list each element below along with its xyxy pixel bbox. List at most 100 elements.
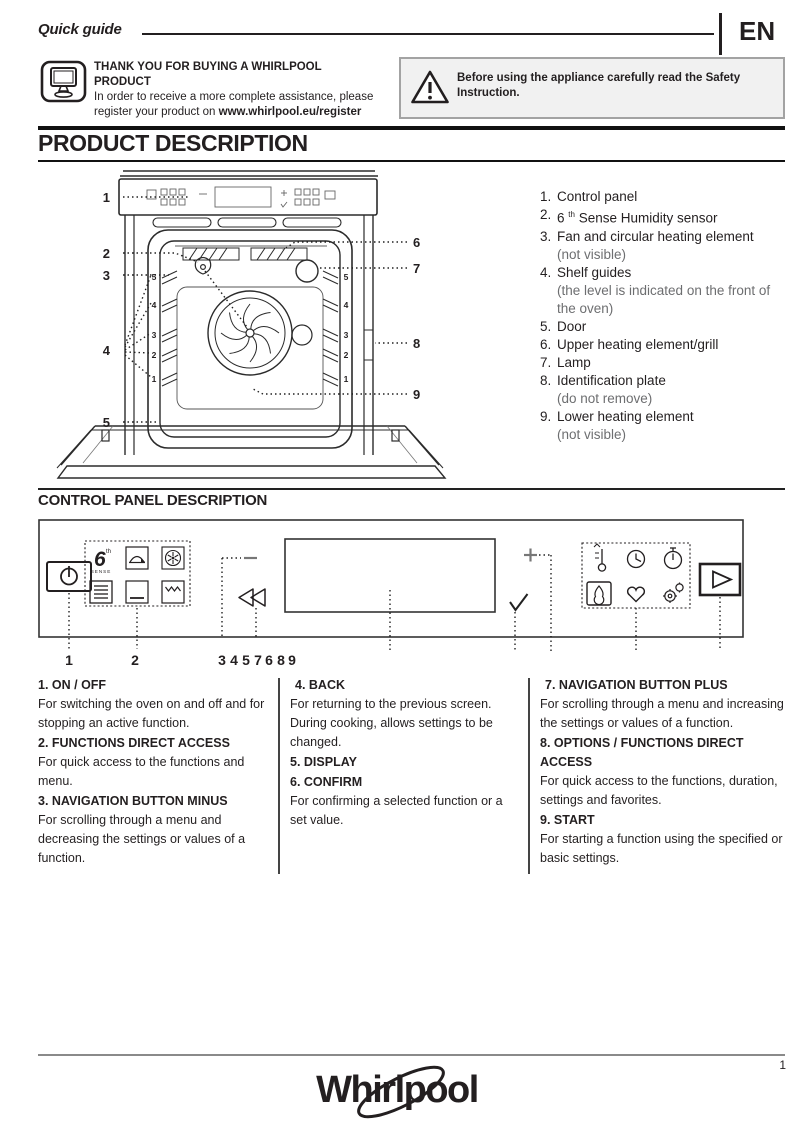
fan-side-circle bbox=[291, 324, 313, 346]
warning-triangle-icon bbox=[410, 69, 450, 112]
safety-warning-box: Before using the appliance carefully rea… bbox=[399, 57, 785, 119]
fan-icon bbox=[161, 546, 185, 570]
cavity-inner bbox=[159, 240, 341, 438]
register-monitor-icon bbox=[40, 60, 88, 109]
cook4-icon bbox=[125, 546, 149, 570]
start-button[interactable] bbox=[698, 562, 742, 597]
register-body: In order to receive a more complete assi… bbox=[94, 90, 378, 119]
list-note: (not visible) bbox=[557, 426, 627, 442]
svg-text:5: 5 bbox=[103, 415, 110, 430]
svg-text:SENSE: SENSE bbox=[91, 569, 112, 574]
language-code: EN bbox=[739, 16, 776, 46]
shelf-rails bbox=[161, 270, 339, 387]
vent-slot bbox=[217, 217, 277, 228]
register-url[interactable]: www.whirlpool.eu/register bbox=[218, 105, 362, 118]
on-off-button[interactable] bbox=[46, 561, 92, 592]
section-rule-top bbox=[38, 126, 785, 130]
register-text: THANK YOU FOR BUYING A WHIRLPOOL PRODUCT… bbox=[94, 60, 378, 119]
panel-outline bbox=[38, 519, 744, 638]
btn-title: 1. ON / OFF bbox=[38, 678, 107, 692]
btn-title: 7. NAVIGATION BUTTON PLUS bbox=[545, 678, 728, 692]
humidity-sensor bbox=[194, 256, 212, 275]
svg-text:1: 1 bbox=[344, 374, 349, 384]
fan bbox=[207, 290, 293, 376]
list-item: 5.Door bbox=[540, 318, 587, 334]
warning-text: Before using the appliance carefully rea… bbox=[457, 72, 741, 99]
oven-door bbox=[56, 425, 447, 479]
plus-button[interactable] bbox=[524, 548, 537, 562]
svg-text:th: th bbox=[106, 549, 111, 555]
timer-icon bbox=[663, 547, 683, 570]
display-screen bbox=[284, 538, 496, 613]
svg-text:8: 8 bbox=[413, 336, 420, 351]
svg-text:5: 5 bbox=[344, 272, 349, 282]
doc-title: Quick guide bbox=[38, 21, 122, 38]
btn-body: For switching the oven on and off and fo… bbox=[38, 697, 265, 730]
svg-text:1: 1 bbox=[103, 190, 110, 205]
vent-slot bbox=[282, 217, 342, 228]
bottom-heat-icon bbox=[125, 580, 149, 604]
svg-text:5: 5 bbox=[152, 272, 157, 282]
shelf-level-numbers: 5 4 3 2 1 5 4 3 2 1 bbox=[152, 272, 349, 384]
column-divider bbox=[528, 678, 530, 874]
list-item: 8.Identification plate bbox=[540, 372, 666, 388]
svg-text:6: 6 bbox=[413, 235, 420, 250]
identification-plate bbox=[363, 329, 374, 361]
mini-control-strip bbox=[118, 178, 378, 216]
svg-text:4: 4 bbox=[103, 343, 111, 358]
power-icon bbox=[60, 566, 78, 586]
control-panel-diagram: 6 th SENSE bbox=[38, 519, 744, 668]
btn-body: For scrolling through a menu and increas… bbox=[540, 697, 784, 730]
btn-title: 4. BACK bbox=[295, 678, 346, 692]
list-note: (not visible) bbox=[557, 246, 627, 262]
svg-text:4: 4 bbox=[344, 300, 349, 310]
thank-you-title: THANK YOU FOR BUYING A WHIRLPOOL PRODUCT bbox=[94, 61, 322, 88]
svg-text:5: 5 bbox=[242, 652, 250, 668]
callout-leaders bbox=[123, 196, 407, 423]
heading-underline bbox=[38, 160, 785, 162]
favorites-heart-icon bbox=[627, 586, 645, 603]
parts-list: 1.Control panel 2.6 th Sense Humidity se… bbox=[540, 188, 788, 444]
btn-title: 3. NAVIGATION BUTTON MINUS bbox=[38, 794, 228, 808]
functions-direct-access-group: 6 th SENSE bbox=[84, 540, 191, 607]
confirm-check-icon[interactable] bbox=[509, 593, 529, 612]
settings-gears-icon bbox=[663, 582, 684, 603]
svg-text:6: 6 bbox=[94, 548, 106, 571]
btn-title: 8. OPTIONS / FUNCTIONS DIRECT ACCESS bbox=[540, 736, 744, 769]
list-item: 6.Upper heating element/grill bbox=[540, 336, 719, 352]
svg-text:2: 2 bbox=[152, 350, 157, 360]
back-button[interactable] bbox=[238, 588, 266, 607]
column-2: 4. BACK For returning to the previous sc… bbox=[290, 676, 520, 831]
btn-body: For returning to the previous screen. bbox=[290, 697, 492, 711]
grill-icon bbox=[161, 580, 185, 604]
menu-icon bbox=[89, 580, 113, 604]
control-panel-heading: CONTROL PANEL DESCRIPTION bbox=[38, 492, 268, 509]
svg-text:3: 3 bbox=[218, 652, 226, 668]
svg-text:2: 2 bbox=[344, 350, 349, 360]
header-divider bbox=[719, 13, 722, 55]
whirlpool-logo: Whirlpool bbox=[316, 1065, 479, 1119]
svg-text:1: 1 bbox=[65, 652, 73, 668]
btn-title: 6. CONFIRM bbox=[290, 775, 363, 789]
svg-text:7: 7 bbox=[254, 652, 262, 668]
footer-rule bbox=[38, 1054, 785, 1056]
svg-text:9: 9 bbox=[413, 387, 420, 402]
btn-body: For confirming a selected function or a … bbox=[290, 794, 503, 827]
svg-text:2: 2 bbox=[131, 652, 139, 668]
btn-title: 5. DISPLAY bbox=[290, 755, 357, 769]
header-rule bbox=[142, 33, 714, 35]
upper-grill-element bbox=[175, 245, 327, 261]
btn-body: For quick access to the functions and me… bbox=[38, 755, 245, 788]
list-item: 3.Fan and circular heating element bbox=[540, 228, 754, 244]
svg-text:4: 4 bbox=[230, 652, 238, 668]
register-body-text: In order to receive a more complete assi… bbox=[94, 91, 374, 118]
list-item: 2.6 th Sense Humidity sensor bbox=[540, 207, 718, 226]
oven-diagram: 5 4 3 2 1 5 4 3 2 1 bbox=[56, 170, 447, 479]
column-3: 7. NAVIGATION BUTTON PLUS For scrolling … bbox=[540, 676, 786, 869]
svg-text:8: 8 bbox=[277, 652, 285, 668]
temperature-icon bbox=[593, 543, 607, 572]
panel-leaders bbox=[68, 554, 721, 651]
list-item: 1.Control panel bbox=[540, 189, 638, 204]
svg-text:1: 1 bbox=[152, 374, 157, 384]
